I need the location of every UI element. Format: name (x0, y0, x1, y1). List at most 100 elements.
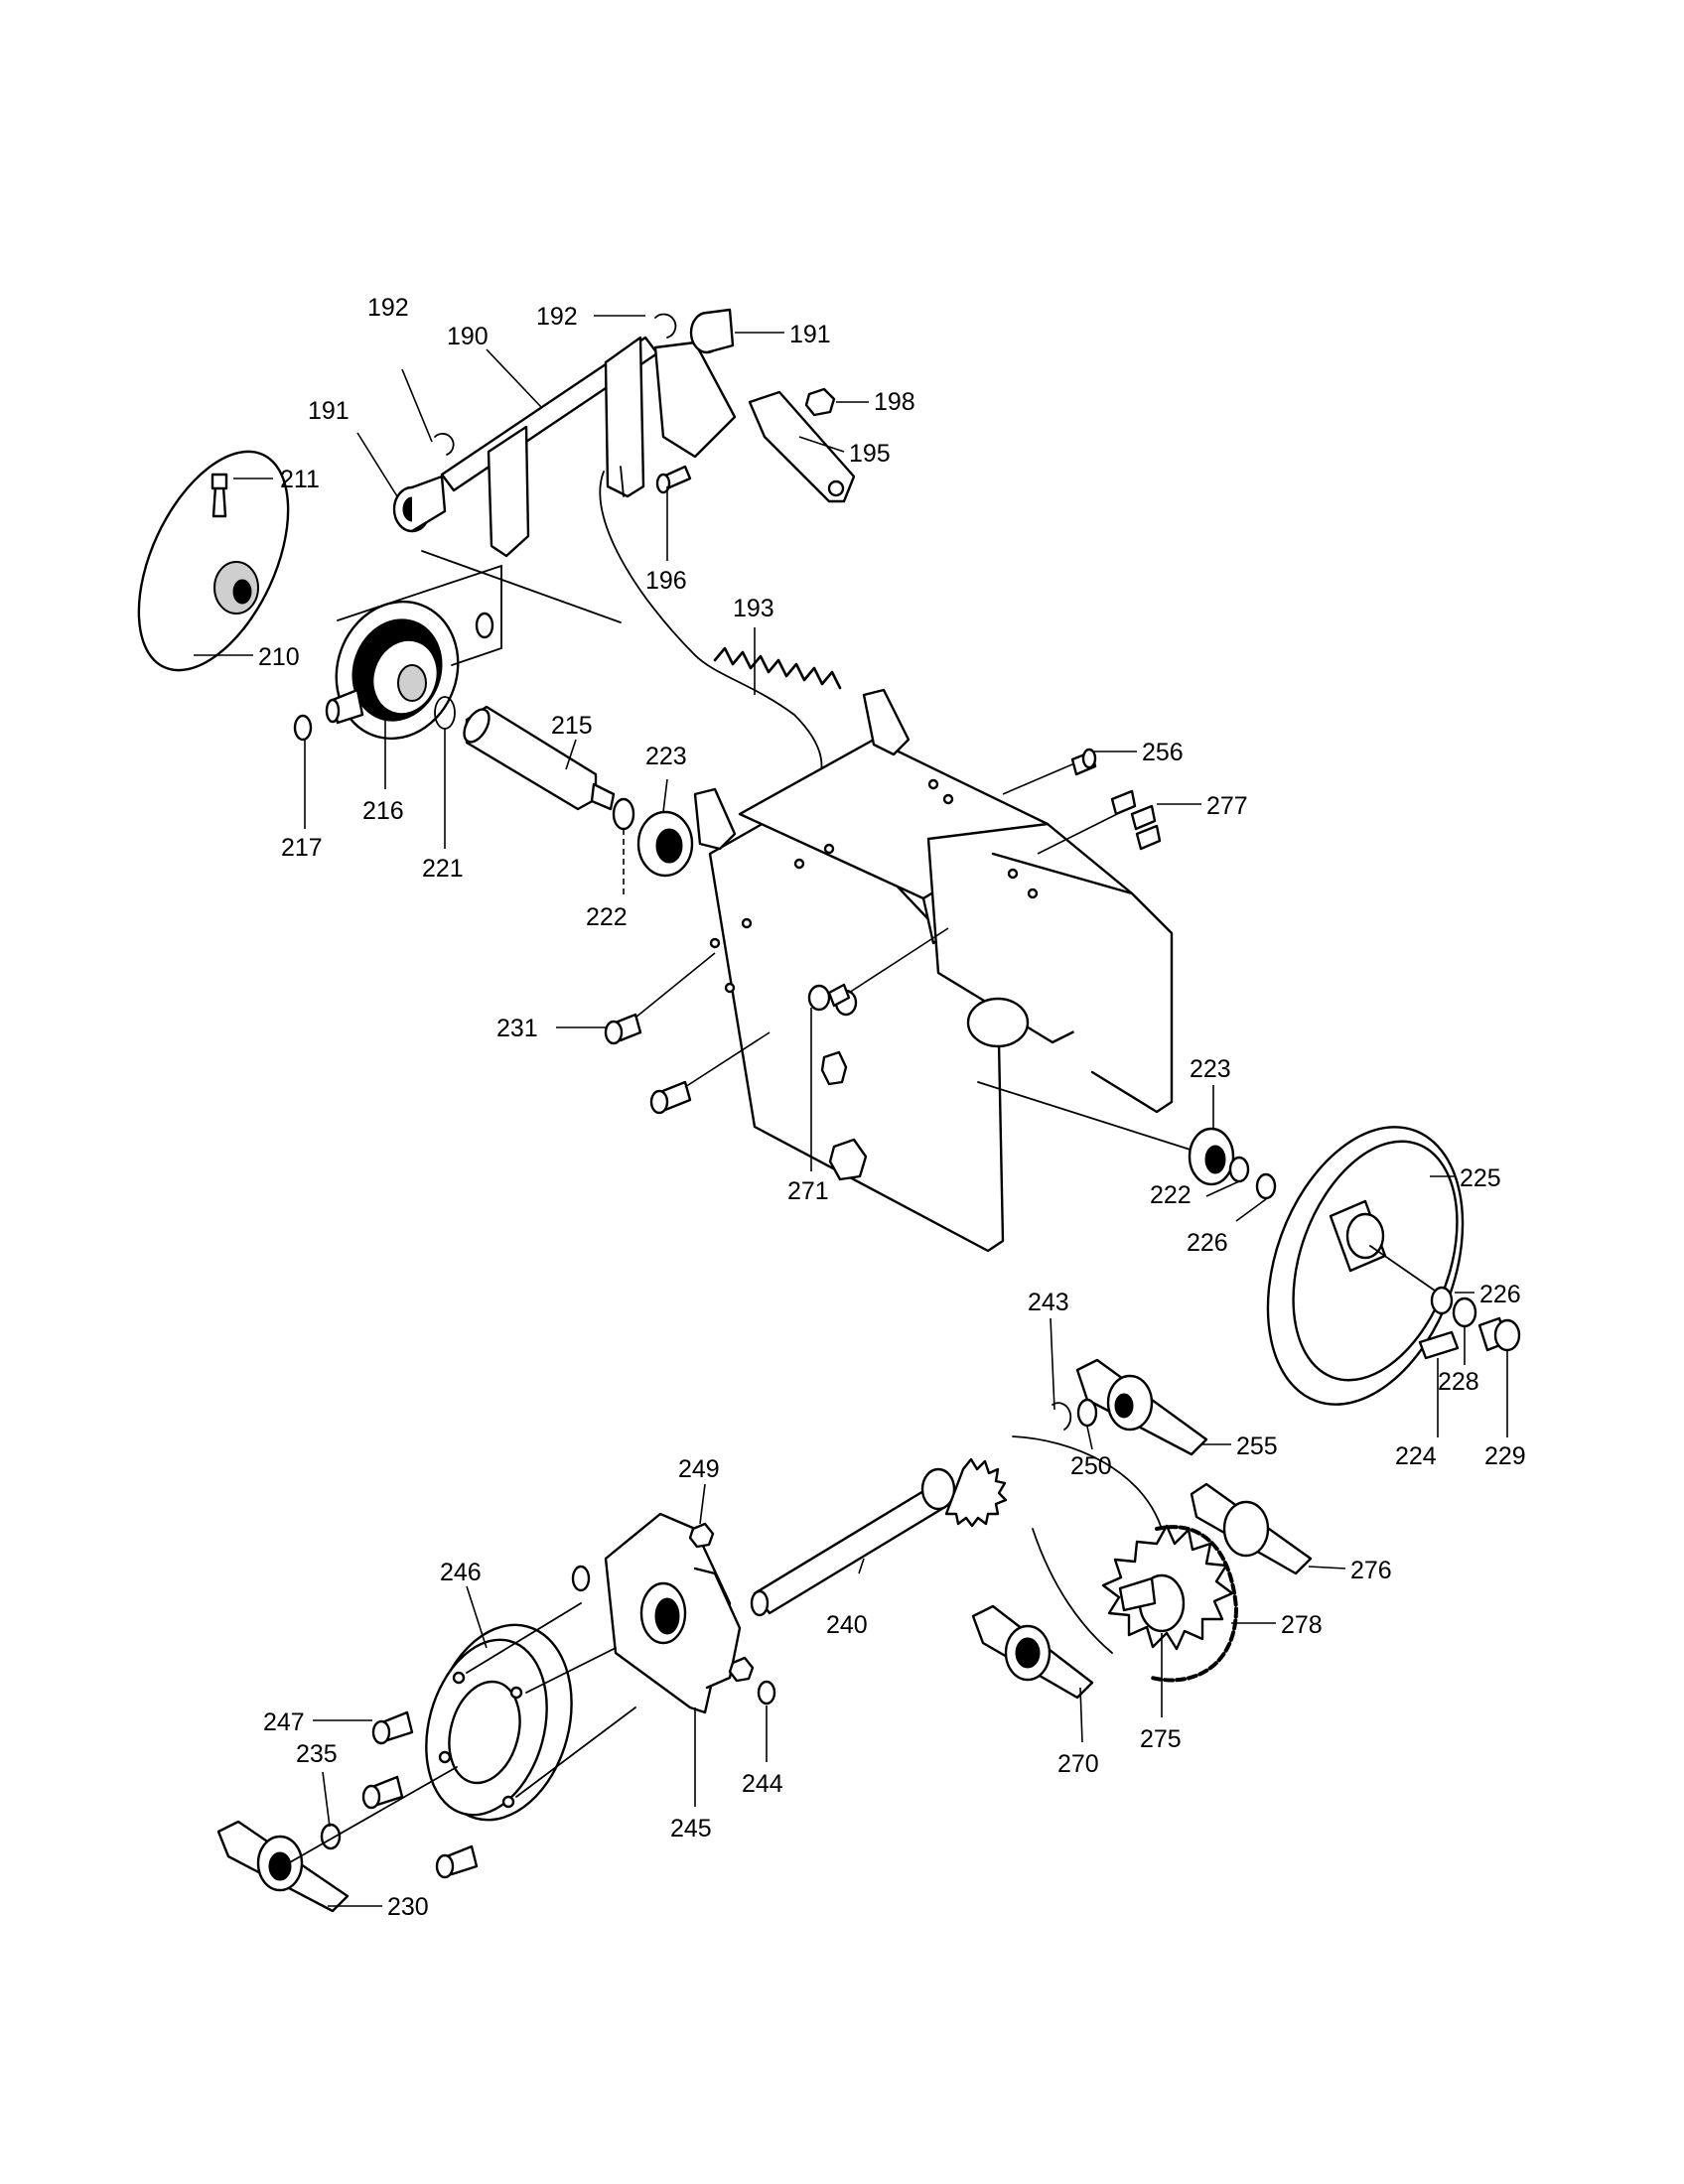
frame-hole (823, 843, 835, 855)
bracket-plate (653, 341, 737, 459)
guide-lines (337, 564, 502, 666)
leader (356, 432, 398, 497)
leader-lines (194, 315, 1508, 1907)
leader (699, 1483, 706, 1525)
bolt-247-a-head (371, 1719, 391, 1745)
callout-191: 191 (308, 397, 350, 425)
callout-226: 226 (1187, 1229, 1228, 1257)
callout-278: 278 (1281, 1611, 1323, 1639)
hex-shaft-end (463, 708, 491, 744)
disc-hub-bore (232, 579, 252, 605)
frame-hole (942, 793, 954, 805)
shaft-arm-left (487, 425, 530, 558)
bolt-271-a (807, 984, 831, 1012)
bolt-guide (634, 952, 716, 1019)
callout-240: 240 (826, 1611, 868, 1639)
callout-223: 223 (645, 743, 687, 770)
washer-217 (293, 714, 313, 742)
leader (1050, 1317, 1055, 1411)
washer-222-upper (612, 797, 635, 831)
callout-215: 215 (551, 712, 593, 740)
drum-hole (509, 1686, 523, 1700)
frame-hole (927, 778, 939, 790)
leader (322, 1771, 331, 1828)
frame-hex-cutout-large (828, 1138, 868, 1181)
callout-229: 229 (1484, 1442, 1526, 1470)
callout-255: 255 (1236, 1433, 1278, 1460)
pulley-assembly (977, 1081, 1521, 1406)
callout-275: 275 (1140, 1725, 1182, 1753)
leader (1086, 1426, 1093, 1450)
bolt-247-c-head (435, 1853, 455, 1879)
callout-277: 277 (1206, 792, 1248, 820)
leader (858, 1558, 865, 1574)
callout-247: 247 (263, 1708, 305, 1736)
callout-223: 223 (1190, 1055, 1231, 1083)
frame-housing (693, 688, 1174, 1253)
flange-bearing-270-bore (1015, 1637, 1041, 1669)
ring-243 (1052, 1402, 1072, 1431)
lever-hole (827, 479, 845, 497)
callout-211: 211 (280, 466, 320, 493)
frame-hole (1027, 887, 1039, 899)
shaft-arm-right (604, 336, 645, 498)
friction-wheel-bore (397, 664, 427, 702)
callout-222: 222 (586, 903, 628, 931)
bolt-guide (684, 1031, 771, 1088)
callout-224: 224 (1395, 1442, 1437, 1470)
washer-228 (1452, 1297, 1477, 1328)
hex-shaft-stub (590, 782, 616, 811)
pulley-shaft-line (977, 1081, 1197, 1153)
callout-243: 243 (1028, 1289, 1069, 1316)
e-ring-192-left (434, 432, 455, 456)
grease-fitting-211-tip (210, 473, 228, 490)
leader (486, 348, 542, 408)
callout-231: 231 (496, 1015, 538, 1042)
callout-225: 225 (1460, 1164, 1501, 1192)
e-ring-192-top (654, 313, 677, 339)
chain-loop-lower (1032, 1528, 1113, 1654)
guide (282, 1766, 458, 1867)
callout-250: 250 (1070, 1452, 1112, 1480)
sprocket-shaft (1118, 1576, 1157, 1612)
callout-193: 193 (733, 595, 774, 622)
leader (1079, 1687, 1083, 1743)
callout-221: 221 (422, 855, 464, 883)
frame-right-plate (991, 852, 1174, 1114)
flange-bearing-276 (1222, 1500, 1270, 1558)
nut-198 (804, 387, 836, 417)
callout-labels: 192 191 192 190 198 191 195 211 196 193 … (258, 294, 1526, 1921)
guide (525, 1647, 617, 1694)
callout-217: 217 (281, 834, 323, 862)
callout-249: 249 (678, 1455, 720, 1483)
drum-hole (452, 1671, 466, 1685)
spring-193 (713, 646, 842, 690)
callout-192: 192 (367, 294, 409, 322)
callout-192: 192 (536, 303, 578, 331)
brake-drum-center (448, 1680, 521, 1785)
frame-boss (966, 997, 1030, 1048)
flange-bearing-255-bore (1114, 1393, 1134, 1419)
callout-235: 235 (296, 1740, 338, 1768)
gear-case-assembly (216, 1512, 776, 1913)
washer-upper (571, 1565, 591, 1592)
bolt-256-head (1081, 748, 1097, 769)
bolt-229-head (1493, 1318, 1521, 1352)
bearing-223-upper-inner (655, 828, 683, 864)
nut-249 (688, 1522, 715, 1549)
bolt-277-c (1135, 824, 1162, 851)
flange-bearing-230-bore (268, 1851, 292, 1881)
leader (1205, 1180, 1240, 1197)
callout-226: 226 (1479, 1281, 1521, 1308)
frame-tab-left (693, 787, 737, 851)
callout-216: 216 (362, 797, 404, 825)
washer-small (475, 612, 494, 639)
leader (401, 368, 433, 443)
callout-195: 195 (849, 440, 891, 468)
frame-hole (793, 858, 805, 870)
frame-bolts (604, 748, 1162, 1115)
bearing-223-lower-inner (1204, 1145, 1226, 1174)
bolt-277-b (1130, 804, 1157, 831)
frame-hole (1007, 868, 1019, 880)
